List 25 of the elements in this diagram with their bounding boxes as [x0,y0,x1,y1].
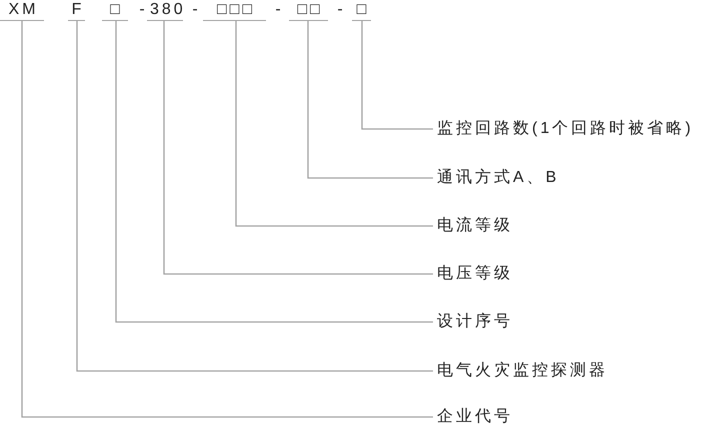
separator-dash: - [275,0,281,20]
leader-line [307,21,433,179]
separator-dash: - [337,0,343,20]
code-segment: □□ [289,0,328,21]
separator-dash: - [139,0,145,20]
separator-dash: - [192,0,198,20]
description-label: 电流等级 [433,216,513,236]
leader-line [76,21,433,372]
code-segment: 380 [147,0,183,21]
leader-line [115,21,433,323]
description-label: 电气火灾监控探测器 [433,361,608,381]
description-label: 设计序号 [433,312,513,332]
description-label: 企业代号 [433,407,513,427]
leader-line [235,21,433,227]
code-segment: XM [0,0,44,21]
code-segment: □ [102,0,128,21]
leader-line [361,21,433,130]
code-segment: F [68,0,85,21]
description-label: 监控回路数(1个回路时被省略) [433,119,694,139]
code-segment: □□□ [203,0,266,21]
leader-line [21,21,433,418]
description-label: 电压等级 [433,264,513,284]
code-segment: □ [352,0,371,21]
leader-line [163,21,433,275]
description-label: 通讯方式A、B [433,168,560,188]
